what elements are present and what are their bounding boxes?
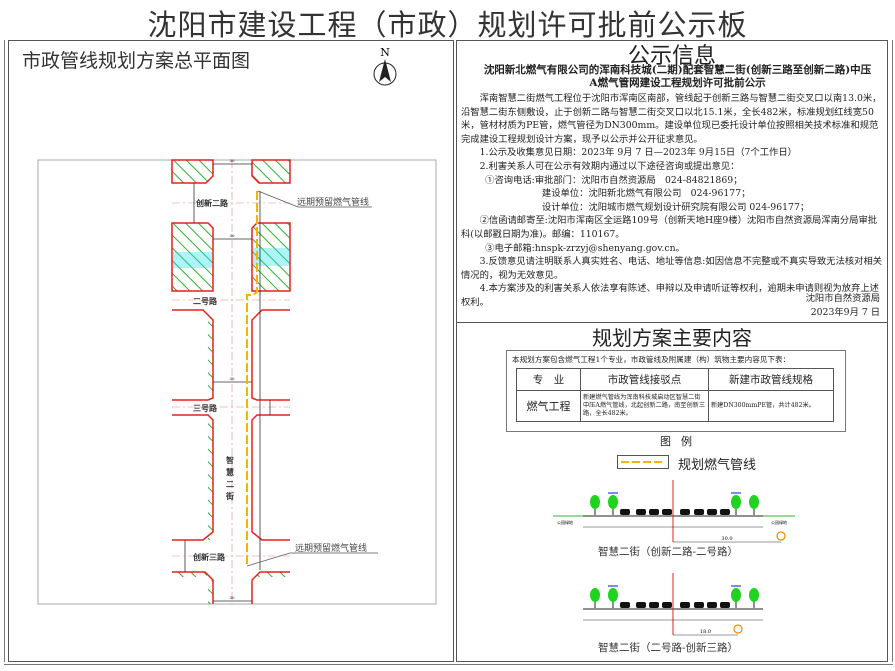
table-cell: 燃气工程 — [516, 390, 581, 422]
table-row: 燃气工程 新建燃气管线为浑南科技城启动区智慧二街中压A燃气管线，北起创新二路，南… — [516, 390, 834, 422]
table-header: 新建市政管线规格 — [708, 368, 834, 391]
car-icon — [680, 509, 690, 515]
car-icon — [707, 602, 717, 608]
tree-icon — [749, 495, 759, 509]
plan-content-title: 规划方案主要内容 — [592, 326, 752, 350]
signer: 沈阳市自然资源局 — [805, 293, 880, 304]
right-panel — [456, 40, 888, 662]
table-header: 专 业 — [516, 368, 581, 391]
border-line — [4, 664, 893, 665]
notice-item-2: 2.利害关系人可在公示有效期内通过以下途径咨询或提出意见： — [479, 160, 740, 172]
tree-icon — [608, 495, 618, 509]
tree-icon — [590, 588, 600, 602]
notice-item-3: 3.反馈意见请注明联系人真实姓名、电话、地址等信息:如因信息不完整或不真实导致无… — [461, 256, 883, 281]
dim-label: 30 — [229, 233, 235, 238]
table-cell: 新建DN300mmPE管，共计482米。 — [708, 390, 834, 422]
notice-item-1: 1.公示及收集意见日期：2023年 9月 7 日—2023年 9月15日（7个工… — [479, 147, 797, 159]
site-plan-drawing: 30 30 30 30 创新二路 二号路 三号路 创新三路 智 慧 二 街 远期… — [37, 158, 437, 605]
legend-gas-line — [621, 461, 665, 463]
gas-pipe-symbol — [776, 531, 786, 541]
car-icon — [707, 509, 717, 515]
tree-icon — [749, 588, 759, 602]
legend-label: 规划燃气管线 — [678, 458, 757, 473]
dim-label: 30 — [229, 376, 235, 381]
road-label-chuangxin-2: 创新二路 — [195, 198, 229, 208]
road-label-chuangxin-3: 创新三路 — [192, 552, 226, 562]
green-blocks — [171, 159, 291, 604]
north-arrow-icon: N — [373, 46, 397, 86]
car-icon — [620, 602, 630, 608]
pipe-offset-label: 30.0 — [721, 536, 732, 542]
car-icon — [694, 509, 704, 515]
road-edges — [172, 309, 290, 604]
future-pipe-note: 远期预留燃气管线 — [295, 542, 367, 554]
car-icon — [720, 602, 730, 608]
legend-swatch-box — [617, 455, 669, 469]
dim-label: 30 — [229, 158, 235, 163]
left-panel — [8, 40, 454, 662]
table-cell: 新建燃气管线为浑南科技城启动区智慧二街中压A燃气管线，北起创新二路，南至创新三路… — [580, 390, 709, 422]
board-title: 沈阳市建设工程（市政）规划许可批前公示板 — [147, 8, 748, 42]
drawing-frame — [37, 159, 437, 605]
cross-section-1: 30.0 公园绿地 公园绿地 — [553, 480, 795, 543]
road-label-er-hao: 二号路 — [193, 296, 218, 306]
consult-phone-1: ①咨询电话:审批部门：沈阳市自然资源局 024-84821869； — [485, 174, 743, 186]
table-header-row: 专 业 市政管线接驳点 新建市政管线规格 — [516, 368, 834, 391]
future-pipe-note: 远期预留燃气管线 — [297, 196, 369, 208]
divider — [456, 322, 888, 323]
content-table: 专 业 市政管线接驳点 新建市政管线规格 燃气工程 新建燃气管线为浑南科技城启动… — [516, 368, 834, 422]
car-icon — [662, 602, 672, 608]
car-icon — [680, 602, 690, 608]
dim-label: 30 — [229, 595, 235, 600]
table-header: 市政管线接驳点 — [580, 368, 709, 391]
road-label-san-hao: 三号路 — [193, 403, 218, 413]
north-label: N — [380, 46, 390, 59]
gas-pipe-symbol — [733, 624, 743, 634]
sign-date: 2023年9月 7 日 — [810, 306, 880, 318]
notice-item-4: 4.本方案涉及的利害关系人依法享有陈述、申辩以及申请听证等权利，逾期未申请则视为… — [461, 283, 879, 308]
consult-phone-2: 建设单位：沈阳新北燃气有限公司 024-96177； — [541, 188, 751, 200]
car-icon — [694, 602, 704, 608]
pipe-offset-label: 18.0 — [700, 629, 711, 635]
email-address: ③电子邮箱:hnspk-zrzyj@shenyang.gov.cn。 — [485, 242, 685, 254]
border-line — [4, 40, 5, 662]
consult-phone-3: 设计单位：沈阳城市燃气规划设计研究院有限公司 024-96177； — [541, 201, 810, 213]
car-icon — [720, 509, 730, 515]
road-label-zhihui: 二 — [226, 480, 234, 489]
notice-paragraph: 浑南智慧二街燃气工程位于沈阳市浑南区南部，管线起于创新三路与智慧二街交叉口以南1… — [461, 93, 882, 145]
green-label: 公园绿地 — [557, 519, 573, 525]
mail-address: ②信函请邮寄至:沈阳市浑南区全运路109号（创新天地H座9楼）沈阳市自然资源局浑… — [461, 215, 878, 240]
tree-icon — [731, 495, 741, 509]
tree-icon — [590, 495, 600, 509]
car-icon — [649, 509, 659, 515]
content-box — [506, 350, 846, 432]
green-label: 公园绿地 — [771, 519, 787, 525]
car-icon — [636, 602, 646, 608]
dimension-lines — [184, 163, 271, 602]
road-label-zhihui: 慧 — [226, 467, 234, 477]
car-icon — [649, 602, 659, 608]
notice-body: 浑南智慧二街燃气工程位于沈阳市浑南区南部，管线起于创新三路与智慧二街交叉口以南1… — [461, 92, 883, 310]
car-icon — [662, 509, 672, 515]
notice-heading: 沈阳新北燃气有限公司的浑南科技城(二期)配套智慧二街(创新三路至创新二路)中压A… — [483, 64, 872, 89]
signature-block: 沈阳市自然资源局 2023年9月 7 日 — [760, 292, 880, 319]
road-label-zhihui: 街 — [225, 491, 234, 501]
tree-icon — [731, 588, 741, 602]
road-label-zhihui: 智 — [226, 455, 234, 465]
cross-section-2: 18.0 — [583, 573, 763, 636]
content-intro: 本规划方案包含燃气工程1个专业，市政管线及附属建（构）筑物主要内容见下表： — [512, 355, 791, 364]
cross-sections: 30.0 公园绿地 公园绿地 18.0 — [553, 480, 795, 636]
planned-gas-pipe — [246, 191, 258, 566]
section-1-caption: 智慧二街（创新二路-二号路） — [598, 546, 739, 558]
car-icon — [620, 509, 630, 515]
plan-drawing-title: 市政管线规划方案总平面图 — [22, 50, 251, 72]
section-2-caption: 智慧二街（二号路-创新三路） — [598, 642, 739, 654]
tree-icon — [608, 588, 618, 602]
legend-title: 图例 — [660, 435, 702, 448]
info-title: 公示信息 — [627, 44, 716, 69]
border-line — [892, 40, 893, 662]
car-icon — [636, 509, 646, 515]
